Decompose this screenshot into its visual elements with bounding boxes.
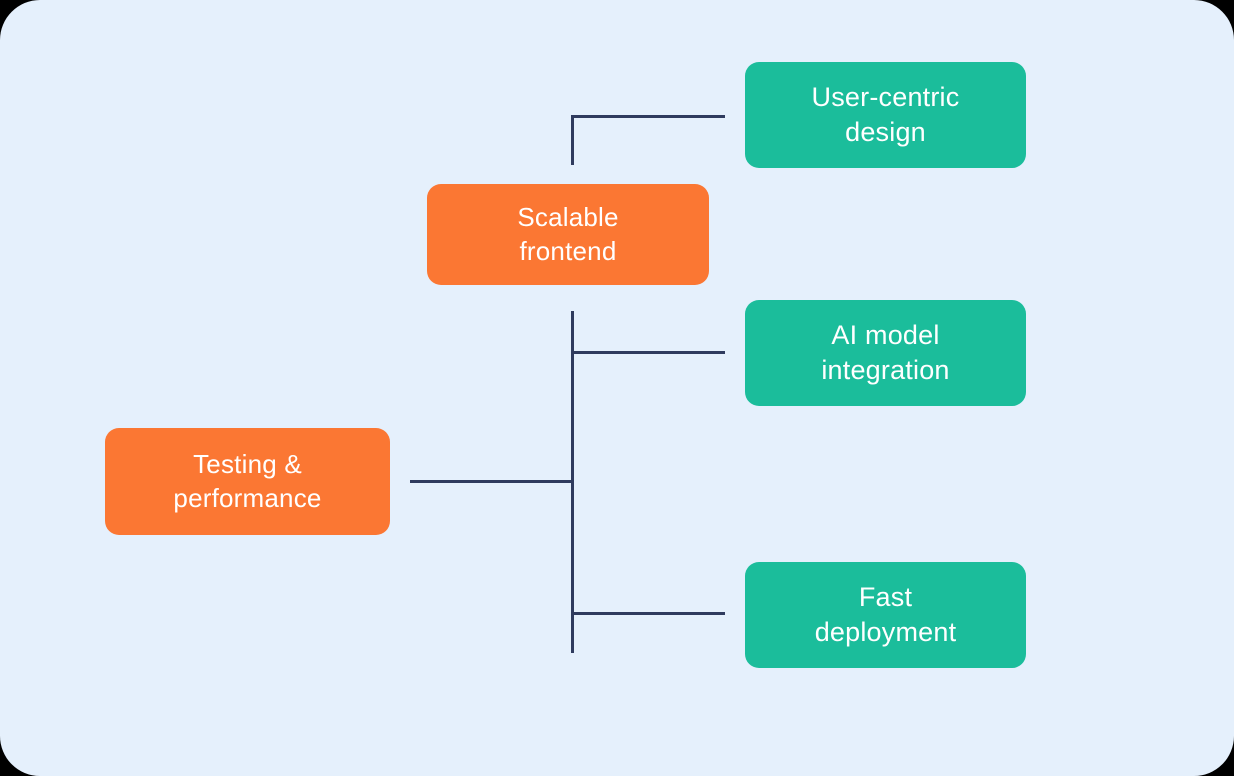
node-user-centric-design[interactable]: User-centric design xyxy=(745,62,1026,168)
node-ai-model-integration-label: AI model integration xyxy=(821,320,950,385)
connector-fast-horizontal xyxy=(571,612,725,615)
node-testing-performance[interactable]: Testing & performance xyxy=(105,428,390,535)
connector-top-vertical xyxy=(571,115,574,165)
node-scalable-frontend[interactable]: Scalable frontend xyxy=(427,184,709,285)
connector-top-horizontal xyxy=(571,115,725,118)
connector-ai-horizontal xyxy=(571,351,725,354)
node-user-centric-design-label: User-centric design xyxy=(811,82,960,147)
node-fast-deployment[interactable]: Fast deployment xyxy=(745,562,1026,668)
node-ai-model-integration[interactable]: AI model integration xyxy=(745,300,1026,406)
node-testing-performance-label: Testing & performance xyxy=(173,449,322,513)
node-scalable-frontend-label: Scalable frontend xyxy=(517,202,619,266)
connector-testing-horizontal xyxy=(410,480,574,483)
node-fast-deployment-label: Fast deployment xyxy=(814,582,957,647)
